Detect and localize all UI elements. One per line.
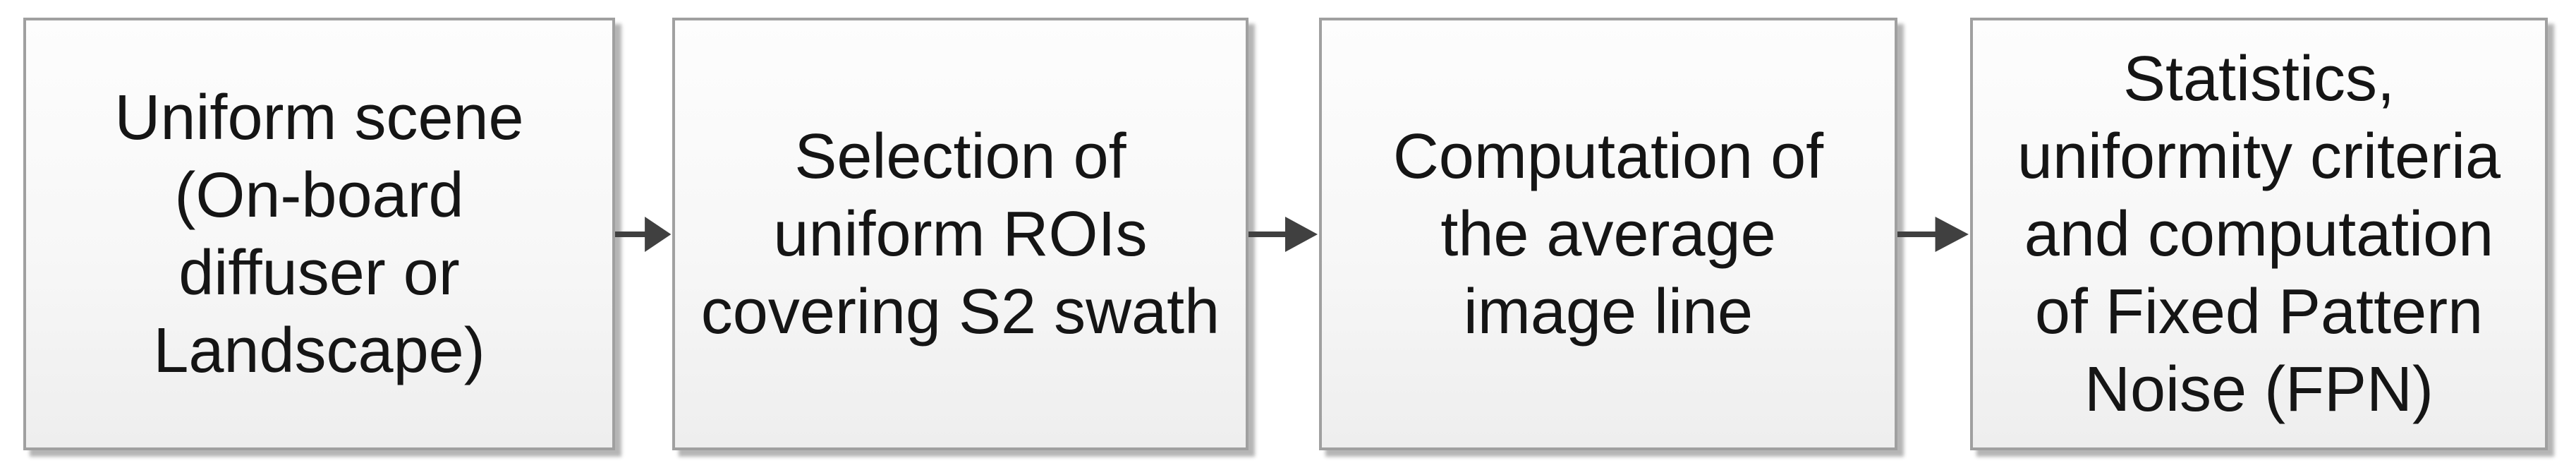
flow-step-uniform-scene: Uniform scene (On-board diffuser or Land… bbox=[23, 18, 615, 450]
connector-1 bbox=[615, 213, 672, 255]
flow-step-statistics-fpn: Statistics, uniformity criteria and comp… bbox=[1970, 18, 2548, 450]
flowchart-row: Uniform scene (On-board diffuser or Land… bbox=[23, 18, 2548, 450]
flow-step-average-line: Computation of the average image line bbox=[1319, 18, 1897, 450]
connector-3 bbox=[1897, 213, 1970, 255]
right-arrow-icon bbox=[615, 216, 672, 252]
connector-2 bbox=[1248, 213, 1319, 255]
flow-step-label: Uniform scene (On-board diffuser or Land… bbox=[114, 82, 524, 386]
right-arrow-icon bbox=[1248, 216, 1318, 252]
right-arrow-icon bbox=[1897, 216, 1969, 252]
flow-step-roi-selection: Selection of uniform ROIs covering S2 sw… bbox=[672, 18, 1248, 450]
flow-step-label: Computation of the average image line bbox=[1392, 121, 1824, 347]
flow-step-label: Statistics, uniformity criteria and comp… bbox=[2017, 43, 2501, 425]
flow-step-label: Selection of uniform ROIs covering S2 sw… bbox=[700, 121, 1220, 347]
